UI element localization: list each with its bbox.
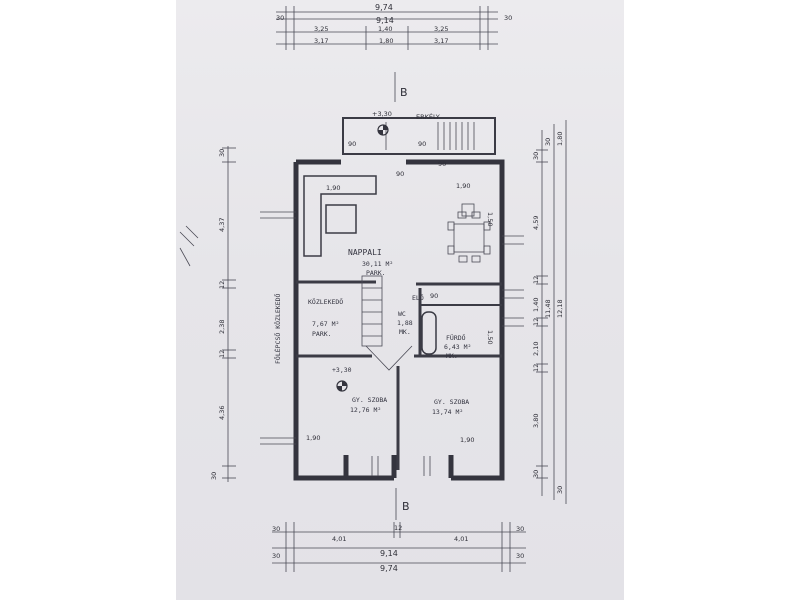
window-label-5: 1,50 [486,212,494,226]
right-dim-7: 12 [532,364,540,372]
left-dim-7: 30 [210,472,218,480]
window-label-4: 1,90 [460,436,474,444]
stair-note: ELŐ [412,293,424,302]
section-label-top: B [400,86,408,99]
top-dim-row4-c: 3,17 [434,37,448,45]
bottom-dim-inner: 9,14 [380,549,398,558]
bottom-dimension-chain: 30 4,01 12 4,01 30 9,14 9,74 30 30 [272,522,526,573]
interior-walls [296,280,502,470]
left-dim-1: 30 [218,149,226,157]
door-label-3: 90 [438,160,446,168]
hall-floor: PARK. [312,330,332,338]
bath-name: FÜRDŐ [446,333,466,342]
top-dim-side-left: 30 [276,14,284,22]
window-label-3: 1,90 [306,434,320,442]
room1-area: 12,76 M² [350,406,381,414]
stairwell [361,275,413,371]
right-outer-dim-5: 30 [556,486,564,494]
top-dim-row4-a: 3,17 [314,37,328,45]
section-marker-bottom: B [395,488,410,520]
wall-stubs [179,211,524,476]
top-dim-inner: 9,14 [376,16,394,25]
left-dim-3: 12 [218,281,226,289]
wc-floor: MK. [399,328,411,336]
left-dim-5: 12 [218,350,226,358]
corridor-note: FŐLÉPCSŐ KÖZLEKEDŐ [273,293,282,364]
bottom-dim-4: 4,01 [454,535,468,543]
living-room-name: NAPPALI [348,248,382,257]
balcony-label: ERKÉLY [416,112,440,121]
floor-plan-drawing: 9,74 9,14 3,25 1,40 3,25 3,17 1,80 3,17 … [179,3,567,573]
right-outer-dim-1: 1,80 [556,132,564,146]
door-label-4: 90 [396,170,404,178]
living-room-furniture [303,175,491,263]
bath-area: 6,43 M² [444,343,471,351]
right-dim-3: 12 [532,276,540,284]
bath-floor: MK. [446,352,458,360]
top-dim-side-right: 30 [504,14,512,22]
living-room-floor: PARK. [366,269,386,277]
top-dim-row3-b: 1,40 [378,25,392,33]
balcony-door-dim-2: 90 [418,140,426,148]
wc-area: 1,88 [397,319,413,327]
section-marker-top: B [394,72,408,102]
balcony-door-dim-1: 90 [348,140,356,148]
drawing-sheet: 9,74 9,14 3,25 1,40 3,25 3,17 1,80 3,17 … [176,0,624,600]
bottom-dim-side-right: 30 [516,552,524,560]
top-dim-overall: 9,74 [375,3,393,12]
right-dimension-chains: 30 4,59 12 1,40 12 2,10 12 3,80 30 1,80 … [532,120,567,504]
level-marker-room1 [336,380,348,392]
top-dimension-chain: 9,74 9,14 3,25 1,40 3,25 3,17 1,80 3,17 … [276,3,512,50]
hall-name: KÖZLEKEDŐ [308,297,343,306]
room-labels: NAPPALI 30,11 M² PARK. KÖZLEKEDŐ 7,67 M²… [273,248,471,416]
hall-area: 7,67 M² [312,320,339,328]
door-label-5: 90 [430,292,438,300]
right-dim-6: 2,10 [532,342,540,356]
right-dim-8: 3,80 [532,414,540,428]
left-dim-6: 4,36 [218,406,226,420]
bathtub [421,311,437,355]
left-dim-2: 4,37 [218,218,226,232]
right-dim-1: 30 [532,152,540,160]
room2-area: 13,74 M² [432,408,463,416]
room2-name: GY. SZOBA [434,398,469,406]
bottom-dim-5: 30 [516,525,524,533]
balcony-level: +3,30 [372,110,392,118]
right-dim-9: 30 [532,470,540,478]
window-label-1: 1,90 [326,184,340,192]
right-dim-5: 12 [532,318,540,326]
bottom-dim-1: 30 [272,525,280,533]
right-dim-2: 4,59 [532,216,540,230]
top-dim-row3-a: 3,25 [314,25,328,33]
bottom-dim-3: 12 [394,524,402,532]
wc-name: WC [398,310,406,318]
left-dim-4: 2,38 [218,320,226,334]
window-label-2: 1,90 [456,182,470,190]
window-label-6: 1,50 [486,330,494,344]
right-outer-dim-2: 30 [544,138,552,146]
top-dim-row3-c: 3,25 [434,25,448,33]
right-dim-4: 1,40 [532,298,540,312]
opening-labels: 1,90 1,90 1,90 1,90 90 90 1,50 1,50 90 [306,160,494,444]
room1-level: +3,30 [332,366,352,374]
balcony: +3,30 ERKÉLY 90 90 [342,110,496,155]
living-room-area: 30,11 M² [362,260,393,268]
bottom-dim-side-left: 30 [272,552,280,560]
right-outer-dim-4: 12,18 [556,299,564,318]
room1-name: GY. SZOBA [352,396,387,404]
bottom-dim-2: 4,01 [332,535,346,543]
outer-walls [293,159,505,481]
top-dim-row4-b: 1,80 [379,37,393,45]
bottom-dim-overall: 9,74 [380,564,398,573]
section-label-bottom: B [402,500,410,513]
left-dimension-chain: 30 4,37 12 2,38 12 4,36 30 [210,146,236,482]
right-outer-dim-3: 11,48 [544,299,552,318]
